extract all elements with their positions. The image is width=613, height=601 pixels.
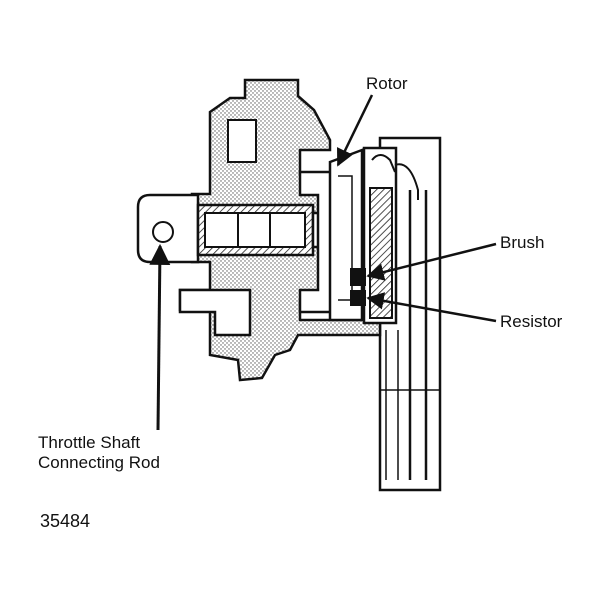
rotor-leader bbox=[336, 94, 374, 167]
resistor-leader bbox=[366, 292, 497, 323]
throttle-shaft bbox=[196, 203, 335, 257]
figure-number: 35484 bbox=[40, 511, 91, 531]
brush-label: Brush bbox=[500, 233, 545, 252]
resistor-label: Resistor bbox=[500, 312, 563, 331]
lead-wire bbox=[394, 163, 419, 200]
resistor-board bbox=[362, 146, 398, 325]
brush-contact bbox=[350, 268, 366, 286]
throttle-leader bbox=[149, 243, 171, 431]
rod-eye-hole bbox=[152, 221, 174, 243]
rotor-label: Rotor bbox=[366, 74, 408, 93]
upper-recess bbox=[227, 119, 257, 163]
brush-leader bbox=[366, 242, 497, 281]
throttle-label-line2: Connecting Rod bbox=[38, 453, 160, 472]
connecting-rod-end bbox=[136, 193, 200, 264]
throttle-label-line1: Throttle Shaft bbox=[38, 433, 141, 452]
resistor-contact bbox=[350, 290, 366, 306]
throttle-shaft-label: Throttle Shaft Connecting Rod bbox=[38, 433, 160, 473]
lower-lug bbox=[178, 288, 252, 337]
